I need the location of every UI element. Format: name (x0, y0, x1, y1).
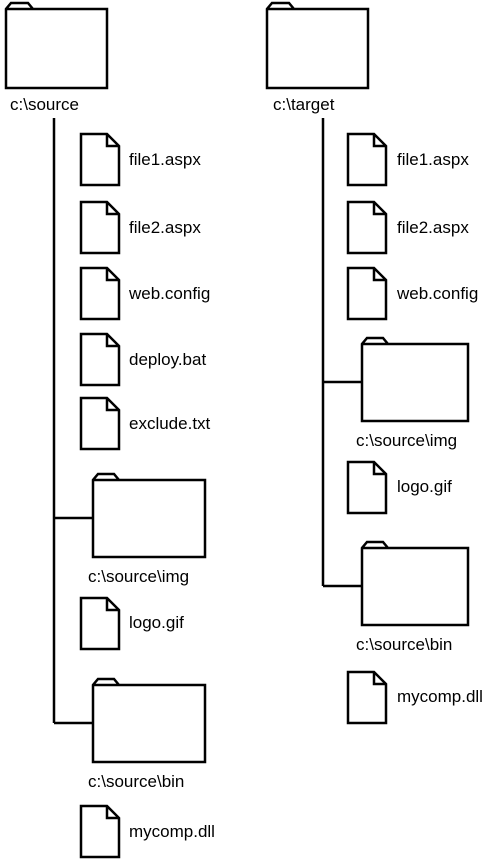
target-tree (265, 1, 470, 725)
folder-icon (360, 540, 470, 627)
file-icon (346, 200, 388, 255)
file-icon (346, 460, 388, 515)
target-bin-folder-label: c:\source\bin (356, 635, 452, 654)
folder-icon (4, 1, 109, 90)
source-bin-folder-label: c:\source\bin (88, 772, 184, 791)
file-label: exclude.txt (129, 414, 211, 433)
file-label: logo.gif (397, 477, 452, 496)
folder-icon (91, 677, 207, 764)
file-icon (79, 132, 121, 187)
source-labels: c:\source file1.aspx file2.aspx web.conf… (10, 95, 215, 841)
file-icon (346, 670, 388, 725)
file-label: file1.aspx (129, 150, 201, 169)
file-label: logo.gif (129, 613, 184, 632)
file-label: deploy.bat (129, 350, 206, 369)
file-label: file2.aspx (397, 218, 469, 237)
file-icon (79, 804, 121, 859)
target-img-folder-label: c:\source\img (356, 431, 457, 450)
file-label: mycomp.dll (397, 687, 483, 706)
source-tree (4, 1, 207, 859)
file-label: web.config (396, 284, 478, 303)
folder-icon (265, 1, 370, 90)
file-label: file1.aspx (397, 150, 469, 169)
file-icon (79, 596, 121, 651)
file-icon (79, 266, 121, 321)
file-icon (79, 332, 121, 387)
file-label: web.config (128, 284, 210, 303)
file-label: mycomp.dll (129, 822, 215, 841)
file-icon (79, 396, 121, 451)
folder-icon (360, 336, 470, 423)
folder-icon (91, 472, 207, 559)
target-root-label: c:\target (273, 95, 335, 114)
source-root-label: c:\source (10, 95, 79, 114)
source-img-folder-label: c:\source\img (88, 567, 189, 586)
file-icon (346, 266, 388, 321)
target-labels: c:\target file1.aspx file2.aspx web.conf… (273, 95, 483, 706)
file-icon (346, 132, 388, 187)
file-icon (79, 200, 121, 255)
file-label: file2.aspx (129, 218, 201, 237)
